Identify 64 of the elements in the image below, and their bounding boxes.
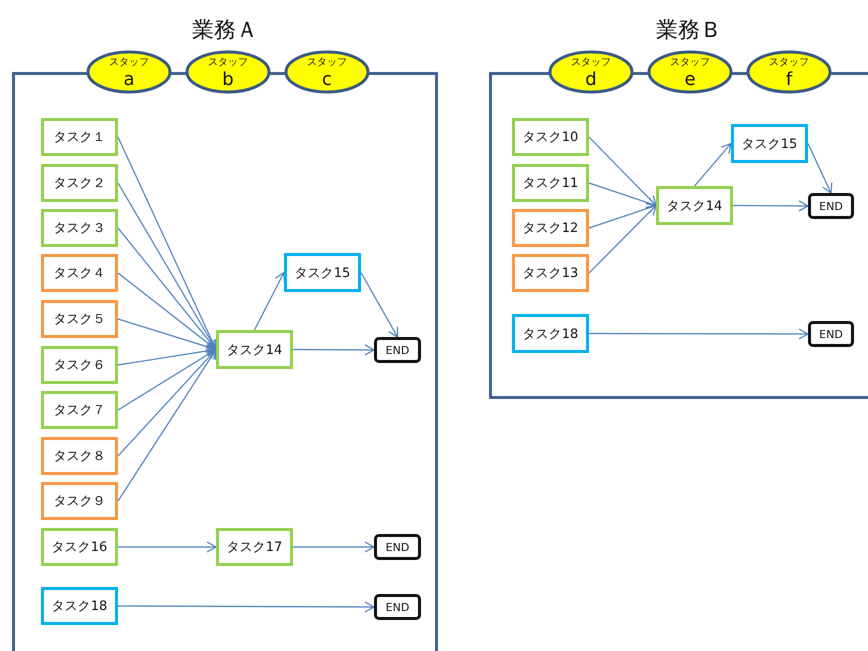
task-box: タスク15 [731,124,808,163]
end-box: END [374,337,421,363]
task-box: タスク16 [41,528,118,566]
task-box: タスク３ [41,209,118,247]
task-box: タスク４ [41,254,118,292]
end-box: END [808,321,854,347]
task-box: タスク14 [216,330,293,369]
arrow [118,348,217,411]
arrow [694,142,732,186]
arrow [118,601,375,613]
task-box: タスク７ [41,391,118,429]
arrow [118,541,217,553]
arrow [360,272,398,338]
task-box: タスク９ [41,482,118,520]
staff-label: スタッフ [108,56,150,69]
staff-ellipse [185,50,271,94]
staff-ellipse [746,50,832,94]
arrow [807,143,832,194]
staff-letter: d [584,69,598,90]
end-box: END [808,193,854,219]
staff-ellipse [86,50,172,94]
staff-label: スタッフ [570,56,612,69]
group-title: 業務Ｂ [655,17,723,45]
staff-label: スタッフ [306,56,348,69]
arrow [118,272,217,350]
task-box: タスク５ [41,300,118,338]
task-box: タスク12 [512,209,589,247]
staff-label: スタッフ [768,56,810,69]
end-box: END [374,534,421,560]
arrow [254,272,285,330]
task-box: タスク６ [41,346,118,384]
arrow [588,203,657,229]
arrow [118,348,217,502]
staff-letter: b [221,69,235,90]
task-box: タスク14 [656,186,733,225]
arrow [118,348,217,456]
task-box: タスク17 [216,528,293,566]
staff-ellipse [284,50,370,94]
task-box: タスク２ [41,164,118,202]
arrow [588,204,657,274]
arrow [589,328,809,340]
staff-ellipse [548,50,634,94]
task-box: タスク15 [284,253,361,292]
arrow [588,182,657,208]
task-box: タスク18 [41,587,118,625]
staff-label: スタッフ [207,56,249,69]
arrow [293,344,375,356]
arrow [293,541,375,553]
staff-letter: f [784,69,794,90]
arrow [733,200,809,212]
staff-letter: a [122,69,136,90]
staff-letter: c [321,69,333,90]
group-title: 業務Ａ [191,17,259,45]
task-box: タスク18 [512,314,589,353]
task-box: タスク13 [512,254,589,292]
task-box: タスク１ [41,118,118,156]
arrow [588,136,657,206]
task-box: タスク11 [512,164,589,202]
end-box: END [374,594,421,620]
staff-label: スタッフ [669,56,711,69]
staff-ellipse [647,50,733,94]
staff-letter: e [683,69,697,90]
task-box: タスク10 [512,118,589,156]
task-box: タスク８ [41,437,118,475]
